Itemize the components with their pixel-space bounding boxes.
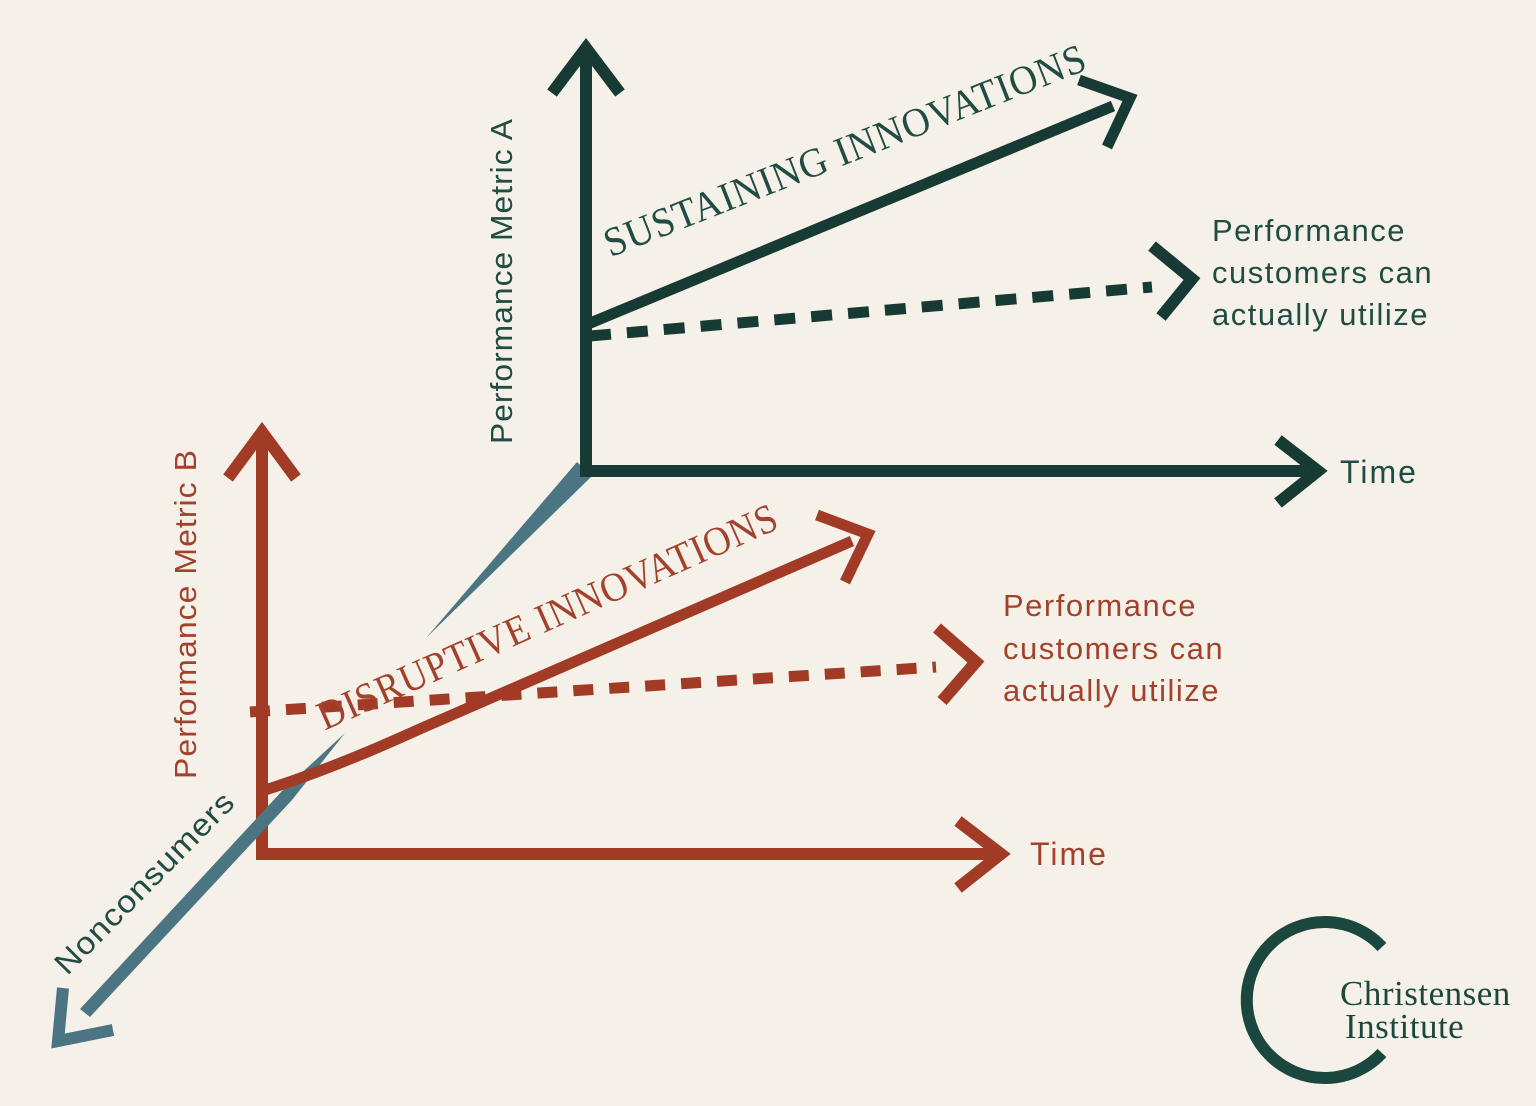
bottom-y-axis-arrowhead-icon	[223, 421, 301, 482]
sustaining-trend-line	[585, 100, 1116, 330]
logo-text-line-1: Christensen	[1340, 974, 1511, 1013]
top-dashed-arrowhead-icon	[1148, 241, 1201, 321]
bottom-y-axis-label: Performance Metric B	[168, 449, 203, 779]
nonconsumers-arrowhead-icon	[51, 987, 115, 1049]
top-chart	[547, 38, 1328, 508]
nonconsumers-arrow-upper-segment	[426, 462, 592, 638]
logo-c-arc-icon	[1240, 916, 1387, 1084]
christensen-institute-logo: Christensen Institute	[1240, 916, 1511, 1084]
disruptive-trend-line	[260, 535, 855, 797]
top-x-axis-arrowhead-icon	[1274, 435, 1328, 508]
bottom-dashed-arrowhead-icon	[933, 623, 985, 705]
top-dashed-utilization-line	[589, 281, 1153, 342]
sustaining-trend-arrowhead-icon	[1077, 74, 1138, 150]
bottom-chart	[223, 421, 1011, 893]
bottom-annotation-line-1: Performance	[1003, 588, 1197, 623]
top-annotation-line-2: customers can	[1212, 255, 1433, 290]
top-annotation-line-1: Performance	[1212, 213, 1406, 248]
disruptive-trend-arrowhead-icon	[815, 509, 876, 585]
bottom-time-label: Time	[1030, 836, 1108, 872]
top-y-axis-label: Performance Metric A	[484, 118, 519, 444]
nonconsumers-arrow	[51, 462, 592, 1049]
top-time-label: Time	[1340, 454, 1418, 490]
bottom-annotation-line-2: customers can	[1003, 631, 1224, 666]
top-chart-axes	[580, 56, 1308, 477]
bottom-annotation-line-3: actually utilize	[1003, 673, 1220, 708]
bottom-dashed-utilization-line	[249, 661, 937, 718]
nonconsumers-arrow-lower-segment	[80, 733, 345, 1017]
bottom-chart-axes	[256, 437, 996, 860]
top-y-axis-arrowhead-icon	[547, 38, 625, 97]
bottom-annotation: Performance customers can actually utilize	[1003, 588, 1224, 708]
bottom-x-axis-arrowhead-icon	[954, 816, 1011, 893]
logo-text-line-2: Institute	[1345, 1007, 1464, 1046]
bottom-chart-lines	[249, 509, 985, 797]
top-annotation: Performance customers can actually utilize	[1212, 213, 1433, 332]
top-annotation-line-3: actually utilize	[1212, 297, 1429, 332]
